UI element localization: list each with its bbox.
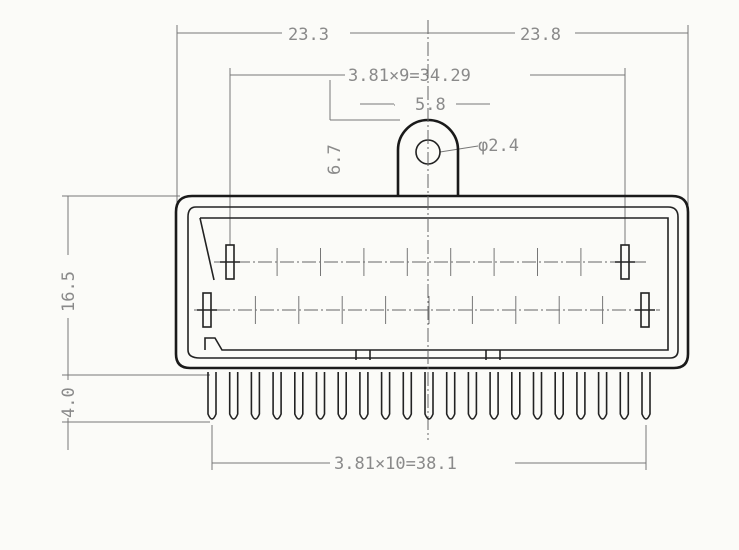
dimension-overall-width: 23.3 23.8 — [177, 25, 688, 45]
pin — [359, 372, 369, 420]
pin — [228, 372, 239, 420]
contacts — [197, 244, 655, 328]
dimension-tab-width: 5.8 — [360, 95, 490, 115]
dimension-pitch-bottom: 3.81×10=38.1 — [212, 454, 646, 474]
pin — [532, 372, 543, 420]
dim-hole-diameter: φ2.4 — [478, 136, 519, 156]
pin — [315, 372, 326, 420]
dim-pitch-top: 3.81×9=34.29 — [348, 66, 471, 86]
dim-left-width: 23.3 — [288, 25, 329, 45]
end-contact — [615, 244, 635, 280]
pin — [511, 372, 521, 420]
pin — [402, 372, 413, 420]
pin — [250, 372, 261, 420]
pin — [489, 372, 499, 420]
pin — [597, 372, 608, 420]
end-contact — [197, 292, 217, 328]
dimension-hole: φ2.4 — [439, 136, 519, 156]
pin — [554, 372, 564, 420]
pins — [207, 372, 651, 420]
dimension-body-height: 16.5 4.0 — [59, 196, 79, 450]
pin — [337, 372, 347, 420]
connector-body — [174, 194, 690, 370]
dim-pitch-bottom: 3.81×10=38.1 — [334, 454, 457, 474]
dim-tab-width: 5.8 — [415, 95, 446, 115]
pin — [380, 372, 391, 420]
extension-lines — [62, 25, 689, 470]
dim-tab-height: 6.7 — [325, 144, 345, 175]
pin — [445, 372, 456, 420]
dim-right-width: 23.8 — [520, 25, 561, 45]
pin — [619, 372, 630, 420]
dim-pin-length: 4.0 — [59, 387, 79, 418]
dim-body-height: 16.5 — [59, 271, 79, 312]
pin — [272, 372, 282, 420]
dimension-pitch-top: 3.81×9=34.29 — [230, 66, 625, 86]
pin — [576, 372, 586, 420]
end-contact — [220, 244, 240, 280]
pin — [424, 372, 434, 420]
pin — [467, 372, 478, 420]
pin — [641, 372, 651, 420]
end-contact — [635, 292, 655, 328]
pin — [294, 372, 304, 420]
pin — [207, 372, 217, 420]
